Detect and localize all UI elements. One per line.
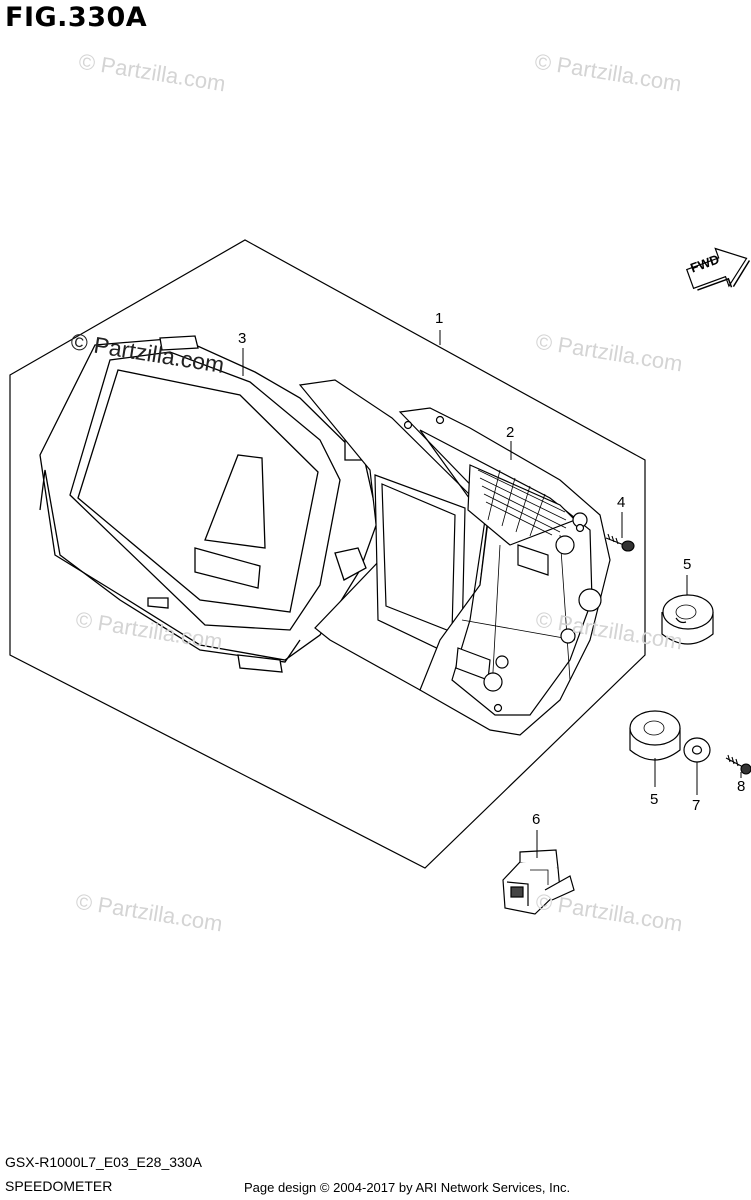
model-code: GSX-R1000L7_E03_E28_330A [5,1154,202,1170]
callout-5-lower: 5 [650,791,659,808]
callout-6: 6 [532,811,541,828]
lcd-housing [298,379,491,691]
grommet-part-lower [629,710,681,761]
callout-5-upper: 5 [683,556,692,573]
page-credit: Page design © 2004-2017 by ARI Network S… [244,1180,571,1195]
screw-part [605,533,635,552]
fwd-arrow [685,247,751,291]
callout-1: 1 [435,310,444,327]
section-name: SPEEDOMETER [5,1178,113,1194]
connector-part [502,849,575,915]
assembly-outline [9,239,646,869]
callout-7: 7 [692,797,701,814]
callout-2: 2 [506,424,515,441]
washer-part [683,737,711,763]
leader-lines [242,330,742,858]
bolt-part [725,754,751,775]
front-cover-part [39,335,379,673]
grommet-part-upper [661,594,714,645]
figure-title: FIG.330A [5,2,148,33]
callout-8: 8 [737,778,746,795]
callout-3: 3 [238,330,247,347]
callout-4: 4 [617,494,626,511]
rear-case-part [398,407,611,736]
